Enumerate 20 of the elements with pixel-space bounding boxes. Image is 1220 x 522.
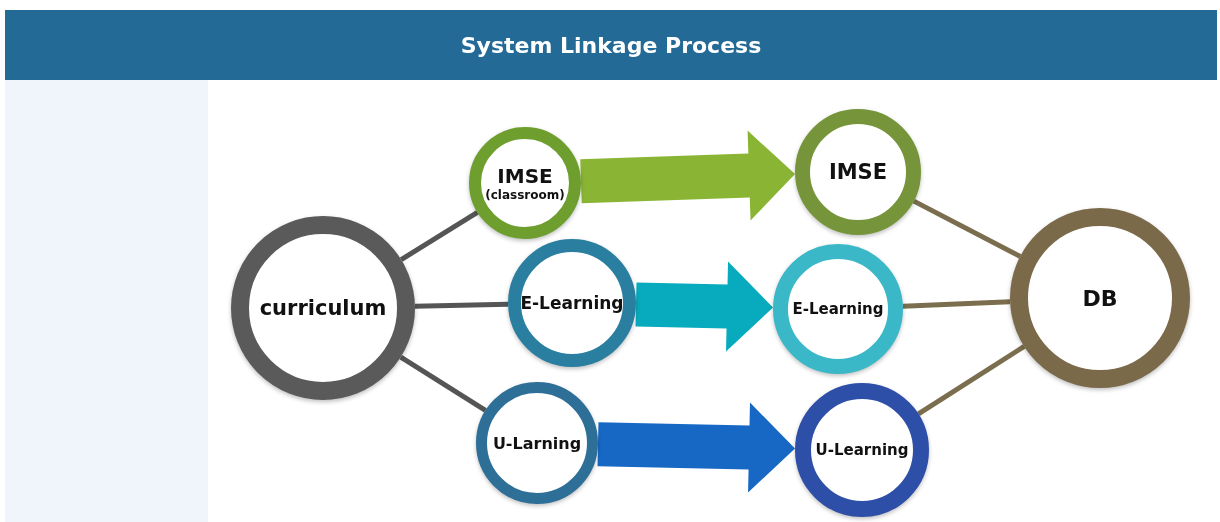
title: System Linkage Process: [460, 32, 762, 58]
connector-line: [902, 299, 1011, 309]
node-label: IMSE: [828, 160, 888, 184]
node-label: (classroom): [485, 188, 565, 202]
node-label: IMSE: [497, 164, 553, 188]
node-label: E-Learning: [520, 293, 624, 313]
block-arrow: [635, 261, 773, 352]
node-label: DB: [1082, 285, 1118, 311]
connector-line: [917, 344, 1026, 417]
connector-line: [399, 354, 487, 413]
block-arrow: [580, 130, 796, 221]
node-label: U-Larning: [492, 433, 582, 453]
node-label: curriculum: [259, 296, 387, 320]
node-label: E-Learning: [792, 300, 884, 318]
connector-line: [399, 210, 479, 262]
block-arrow: [597, 402, 795, 493]
connector-line: [414, 301, 509, 309]
connector-line: [912, 198, 1022, 259]
node-label: U-Learning: [815, 441, 909, 459]
ring-node: [469, 127, 581, 239]
